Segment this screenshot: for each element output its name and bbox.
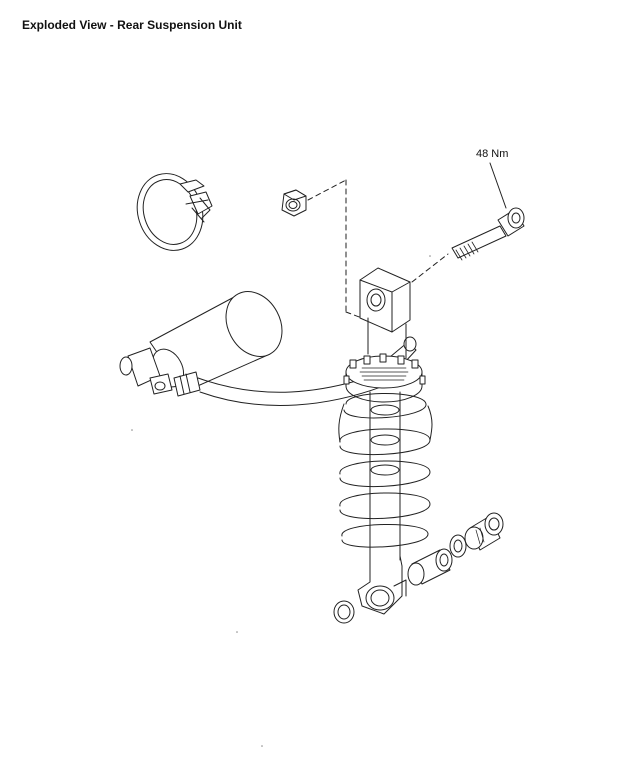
- spacer: [407, 548, 453, 586]
- scan-specks: [131, 255, 431, 747]
- bearing-bush: [464, 512, 504, 551]
- torque-leader-line: [489, 162, 507, 209]
- page-title: Exploded View - Rear Suspension Unit: [22, 18, 242, 32]
- washer-left: [333, 600, 355, 624]
- damper-body: [369, 391, 401, 561]
- nut: [281, 189, 307, 217]
- mounting-bolt: [451, 207, 525, 261]
- torque-label: 48 Nm: [476, 148, 509, 160]
- remote-reservoir: [119, 291, 283, 397]
- hose-clip: [136, 173, 213, 251]
- top-mount-eye: [359, 267, 411, 359]
- washer-right: [449, 534, 467, 558]
- coil-spring: [338, 393, 433, 548]
- assembly-dash-lines: [307, 179, 449, 319]
- bottom-mount-eye: [357, 555, 407, 615]
- preload-collar: [343, 353, 426, 403]
